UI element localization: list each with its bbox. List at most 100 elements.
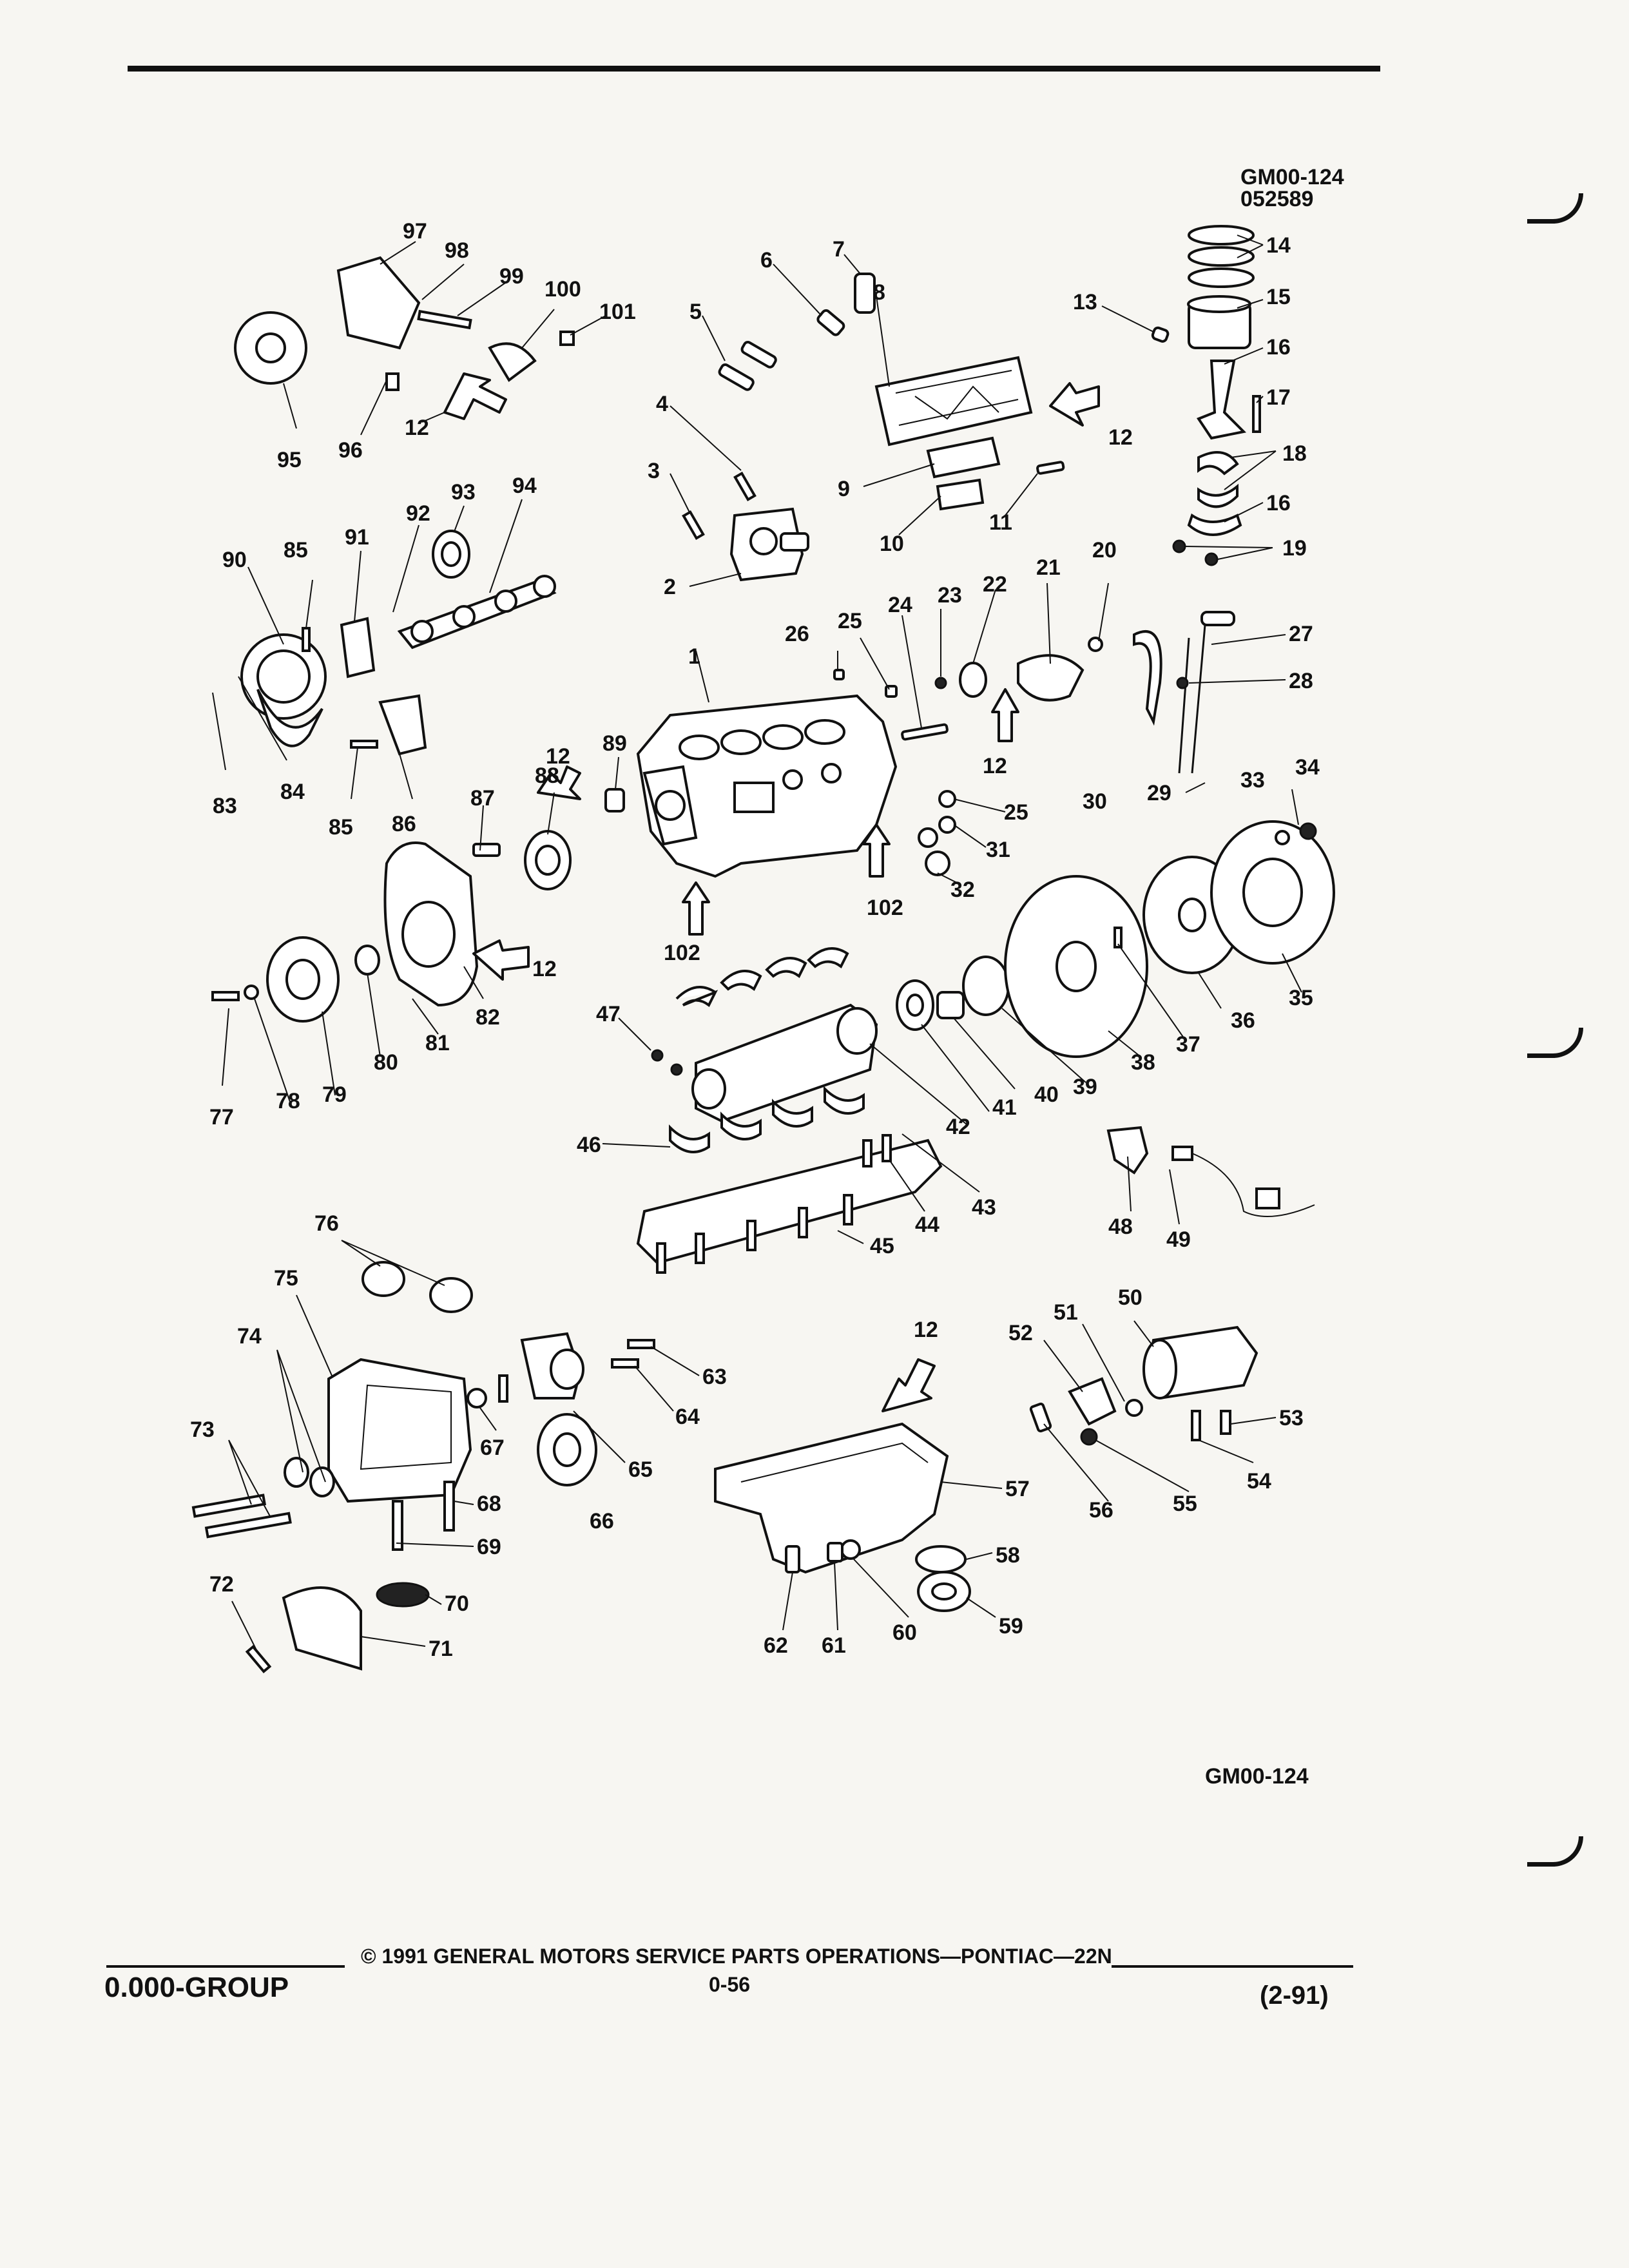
callout-79: 79: [322, 1082, 347, 1107]
callout-2: 2: [664, 575, 676, 599]
callout-28: 28: [1289, 669, 1313, 693]
dipstick-group: [1133, 611, 1235, 774]
callout-52: 52: [1008, 1321, 1033, 1345]
callout-96: 96: [338, 438, 363, 463]
callout-40: 40: [1034, 1082, 1059, 1107]
callout-55: 55: [1173, 1492, 1197, 1516]
callout-19: 19: [1282, 536, 1307, 561]
callout-25: 25: [838, 609, 862, 633]
callout-46: 46: [577, 1133, 601, 1157]
callout-102: 102: [664, 941, 700, 965]
callout-65: 65: [628, 1457, 653, 1482]
callout-12: 12: [546, 744, 570, 769]
callout-22: 22: [983, 572, 1007, 597]
callout-7: 7: [833, 237, 845, 262]
camshaft-group: [240, 530, 557, 756]
callout-49: 49: [1166, 1227, 1191, 1252]
callout-101: 101: [599, 300, 636, 324]
callout-99: 99: [499, 264, 524, 289]
callout-76: 76: [314, 1211, 339, 1236]
piston-assembly: [1151, 225, 1261, 566]
callout-31: 31: [986, 838, 1010, 862]
callout-57: 57: [1005, 1477, 1030, 1501]
flywheel-clutch-group: [896, 820, 1335, 1058]
top-rule: [128, 66, 1380, 72]
callout-72: 72: [209, 1572, 234, 1597]
callout-32: 32: [950, 878, 975, 902]
callout-77: 77: [209, 1105, 234, 1129]
callout-25: 25: [1004, 800, 1028, 825]
callout-37: 37: [1176, 1032, 1200, 1057]
callout-42: 42: [946, 1115, 970, 1139]
callout-70: 70: [445, 1591, 469, 1616]
upper-center-parts: [718, 273, 1065, 511]
callout-84: 84: [280, 780, 305, 804]
callout-50: 50: [1118, 1285, 1142, 1310]
callout-81: 81: [425, 1031, 450, 1055]
callout-91: 91: [345, 525, 369, 550]
footer-copyright: © 1991 GENERAL MOTORS SERVICE PARTS OPER…: [361, 1945, 1112, 1968]
callout-98: 98: [445, 238, 469, 263]
callout-85: 85: [329, 815, 353, 840]
callout-88: 88: [535, 764, 559, 788]
callout-4: 4: [656, 392, 668, 416]
callout-13: 13: [1073, 290, 1097, 314]
callout-3: 3: [648, 459, 660, 483]
callout-60: 60: [892, 1620, 917, 1645]
engine-block: [636, 694, 898, 878]
callout-47: 47: [596, 1002, 621, 1026]
callout-16: 16: [1266, 335, 1291, 360]
callout-20: 20: [1092, 538, 1117, 562]
callout-58: 58: [996, 1543, 1020, 1568]
callout-85: 85: [284, 538, 308, 562]
oil-pan-group: [714, 1422, 971, 1612]
callout-30: 30: [1083, 789, 1107, 814]
callout-33: 33: [1240, 768, 1265, 793]
sensor-group: [1106, 1126, 1315, 1217]
callout-1: 1: [688, 644, 700, 669]
callout-8: 8: [873, 280, 885, 305]
callout-12: 12: [532, 957, 557, 981]
leader-lines: [212, 235, 1302, 1653]
callout-36: 36: [1231, 1008, 1255, 1033]
callout-15: 15: [1266, 285, 1291, 309]
callout-80: 80: [374, 1050, 398, 1075]
callout-9: 9: [838, 477, 850, 501]
callout-59: 59: [999, 1614, 1023, 1639]
figure-code-top: GM00-124: [1240, 165, 1344, 189]
callout-29: 29: [1147, 781, 1171, 805]
footer-revision: (2-91): [1260, 1981, 1329, 2010]
callout-numbers: 1 2 3 4 5 6 7 8 9 10 11 12 12 12 12 12 1…: [190, 219, 1320, 1661]
callout-53: 53: [1279, 1406, 1304, 1430]
callout-43: 43: [972, 1195, 996, 1220]
callout-86: 86: [392, 812, 416, 836]
callout-63: 63: [702, 1365, 727, 1389]
callout-16: 16: [1266, 491, 1291, 515]
footer-rule-left: [106, 1965, 345, 1968]
callout-45: 45: [870, 1234, 894, 1258]
callout-17: 17: [1266, 385, 1291, 410]
callout-10: 10: [880, 532, 904, 556]
callout-73: 73: [190, 1418, 215, 1442]
callout-68: 68: [477, 1492, 501, 1516]
callout-5: 5: [689, 300, 702, 324]
front-cover-group: [211, 841, 479, 1023]
callout-23: 23: [938, 583, 962, 608]
callout-39: 39: [1073, 1075, 1097, 1099]
callout-69: 69: [477, 1535, 501, 1559]
callout-48: 48: [1108, 1215, 1133, 1239]
figure-code-bottom: GM00-124: [1205, 1764, 1309, 1789]
callout-93: 93: [451, 480, 476, 505]
callout-12: 12: [983, 754, 1007, 778]
oil-pump-group: [191, 1261, 655, 1673]
callout-71: 71: [429, 1637, 453, 1661]
callout-34: 34: [1295, 755, 1320, 780]
callout-94: 94: [512, 474, 537, 498]
starter-group: [1029, 1325, 1258, 1446]
callout-35: 35: [1289, 986, 1313, 1010]
callout-27: 27: [1289, 622, 1313, 646]
callout-54: 54: [1247, 1469, 1271, 1494]
callout-78: 78: [276, 1089, 300, 1113]
callout-24: 24: [888, 593, 912, 617]
